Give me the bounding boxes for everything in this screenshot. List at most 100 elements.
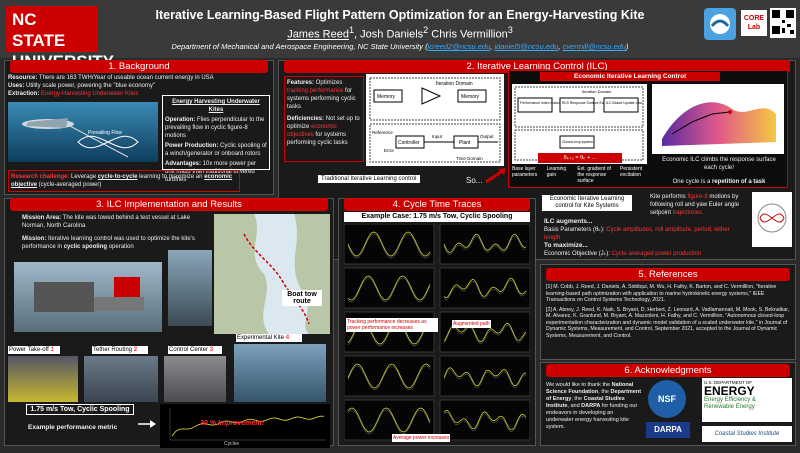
tracking-note: Tracking performance decreases as power … (346, 318, 438, 332)
trace-panel (439, 267, 531, 309)
svg-text:ILC Based Update Law: ILC Based Update Law (606, 101, 642, 105)
trace-panel (439, 223, 531, 265)
svg-text:Performance Index Calculation: Performance Index Calculation (520, 101, 568, 105)
svg-text:Memory: Memory (377, 94, 396, 100)
research-challenge: Research challenge: Leverage cycle-to-cy… (8, 170, 240, 192)
metric-label: Example performance metric (28, 424, 118, 431)
econ-update-formula: θₖ₊₁ = θₖ + ... (538, 153, 622, 163)
econ-formula-labels: Base layer parameters Learning gain Est.… (512, 166, 643, 184)
econ-ilc-svg: Iteration Domain Performance Index Calcu… (514, 86, 644, 161)
p1-label: Power Take-off 1 (8, 346, 60, 354)
trace-panel (343, 399, 435, 441)
qr-code[interactable] (770, 8, 796, 38)
p4-label: Experimental Kite 4 (236, 334, 302, 342)
svg-text:Plant: Plant (459, 140, 471, 146)
svg-text:Iteration Domain: Iteration Domain (582, 89, 611, 94)
photo-experimental-kite (234, 344, 326, 402)
core-lab-logo: CORE Lab (741, 10, 767, 36)
trace-line (347, 275, 431, 301)
p2-label: Tether Routing 2 (92, 346, 148, 354)
kite-logo (704, 8, 736, 40)
background-heading: 1. Background (10, 60, 268, 73)
ilc-heading: 2. Iterative Learning Control (ILC) (284, 60, 790, 73)
department-line: Department of Mechanical and Aerospace E… (171, 42, 629, 51)
lake-map-svg (214, 214, 330, 334)
metric-arrow-icon (138, 420, 156, 428)
ncsu-logo: NC STATE UNIVERSITY (6, 6, 114, 71)
trace-reference-line (443, 279, 527, 300)
svg-text:Input: Input (432, 134, 443, 139)
author1: James Reed (287, 28, 349, 41)
email-link-1[interactable]: jcreed2@ncsu.edu (427, 42, 491, 51)
trace-panel (343, 355, 435, 397)
svg-text:Error: Error (384, 148, 395, 153)
trace-line (443, 367, 526, 387)
svg-text:Reference: Reference (372, 130, 393, 135)
mission-text: Mission Area: The kite was towed behind … (22, 215, 195, 250)
euler-angle-svg (757, 203, 787, 233)
response-surface-svg (662, 102, 776, 146)
cycle-caption: One cycle is a repetition of a task (672, 179, 766, 185)
trace-reference-line (443, 369, 526, 389)
email-link-3[interactable]: cvermill@ncsu.edu (562, 42, 626, 51)
traditional-ilc-diagram: Iteration Domain Memory Memory Controlle… (366, 74, 504, 166)
logo-line1: NC STATE (12, 10, 66, 50)
p3-label: Control Center 3 (168, 346, 222, 354)
surface-caption: Economic ILC climbs the response surface… (662, 157, 776, 171)
darpa-logo: DARPA (646, 422, 690, 438)
trace-panel (439, 355, 531, 397)
prevailing-flow-label: Prevailing Flow (88, 130, 122, 136)
references-list: [1] M. Cobb, J. Reed, J. Daniels, A. Sid… (546, 284, 790, 339)
econ-ilc-kite-label: Economic Iterative Learning control for … (542, 195, 632, 211)
performance-metric-plot (160, 404, 330, 448)
traces-plot-svg (343, 223, 531, 441)
boat-photo (168, 250, 212, 326)
csi-logo: Coastal Studies Institute (702, 426, 792, 442)
ilc-features-box: Features: Optimizes tracking performance… (284, 76, 364, 162)
ack-text: We would like to thank the National Scie… (546, 382, 642, 430)
trace-panel (343, 267, 435, 309)
trace-reference-line (443, 236, 527, 255)
kites-box: Energy Harvesting Underwater Kites Opera… (162, 95, 270, 183)
trace-reference-line (347, 233, 431, 259)
trace-reference-line (443, 412, 527, 432)
trace-line (347, 363, 431, 389)
svg-text:Closed-loop system: Closed-loop system (562, 140, 593, 144)
svg-text:RLS Response Surface Estimatio: RLS Response Surface Estimation (562, 101, 616, 105)
photo-control-center (164, 356, 226, 402)
kite-performs-text: Kite performs figure-8 motions by follow… (650, 194, 740, 216)
trace-line (443, 233, 527, 253)
results-label: 1.75 m/s Tow, Cyclic Spooling (26, 404, 134, 415)
traditional-ilc-svg: Iteration Domain Memory Memory Controlle… (369, 77, 501, 163)
authors: James Reed1, Josh Daniels2 Chris Vermill… (287, 25, 513, 41)
trace-line (347, 407, 431, 433)
ilc-augments: ILC augments... Basis Parameters (θₖ): C… (544, 218, 730, 257)
traditional-ilc-label: Traditional Iterative Learning control (318, 175, 420, 183)
reference-2: [2] A. Abney, J. Reed, K. Naik, S. Bryan… (546, 306, 790, 339)
references-heading: 5. References (546, 268, 790, 281)
kite-cad-render (14, 262, 162, 332)
doe-logo: U.S. DEPARTMENT OF ENERGY Energy Efficie… (702, 378, 792, 422)
euler-angle-figure (752, 192, 792, 247)
cycles-axis-label: Cycles (224, 441, 240, 447)
svg-text:Iteration Domain: Iteration Domain (436, 81, 473, 87)
svg-text:Controller: Controller (398, 140, 420, 146)
trace-panel (439, 399, 531, 441)
nsf-logo: NSF (648, 380, 686, 418)
trace-line (443, 409, 527, 431)
kite-illustration-svg: Prevailing Flow (22, 118, 139, 158)
improvement-label: 30 % Improvement! (200, 420, 265, 427)
svg-text:Output: Output (480, 134, 494, 139)
svg-text:Memory: Memory (461, 94, 480, 100)
qr-code-icon (772, 10, 794, 34)
trace-reference-line (347, 277, 431, 303)
trace-reference-line (443, 325, 527, 344)
performance-metric-svg (169, 408, 326, 441)
kite-logo-icon (710, 14, 730, 34)
photo-tether-routing (84, 356, 158, 402)
trace-reference-line (347, 365, 431, 391)
trace-reference-line (347, 409, 431, 435)
reference-1: [1] M. Cobb, J. Reed, J. Daniels, A. Sid… (546, 284, 777, 303)
email-link-2[interactable]: jdaniel5@ncsu.edu (494, 42, 559, 51)
econ-ilc-heading: Economic Iterative Learning Control (540, 72, 720, 81)
